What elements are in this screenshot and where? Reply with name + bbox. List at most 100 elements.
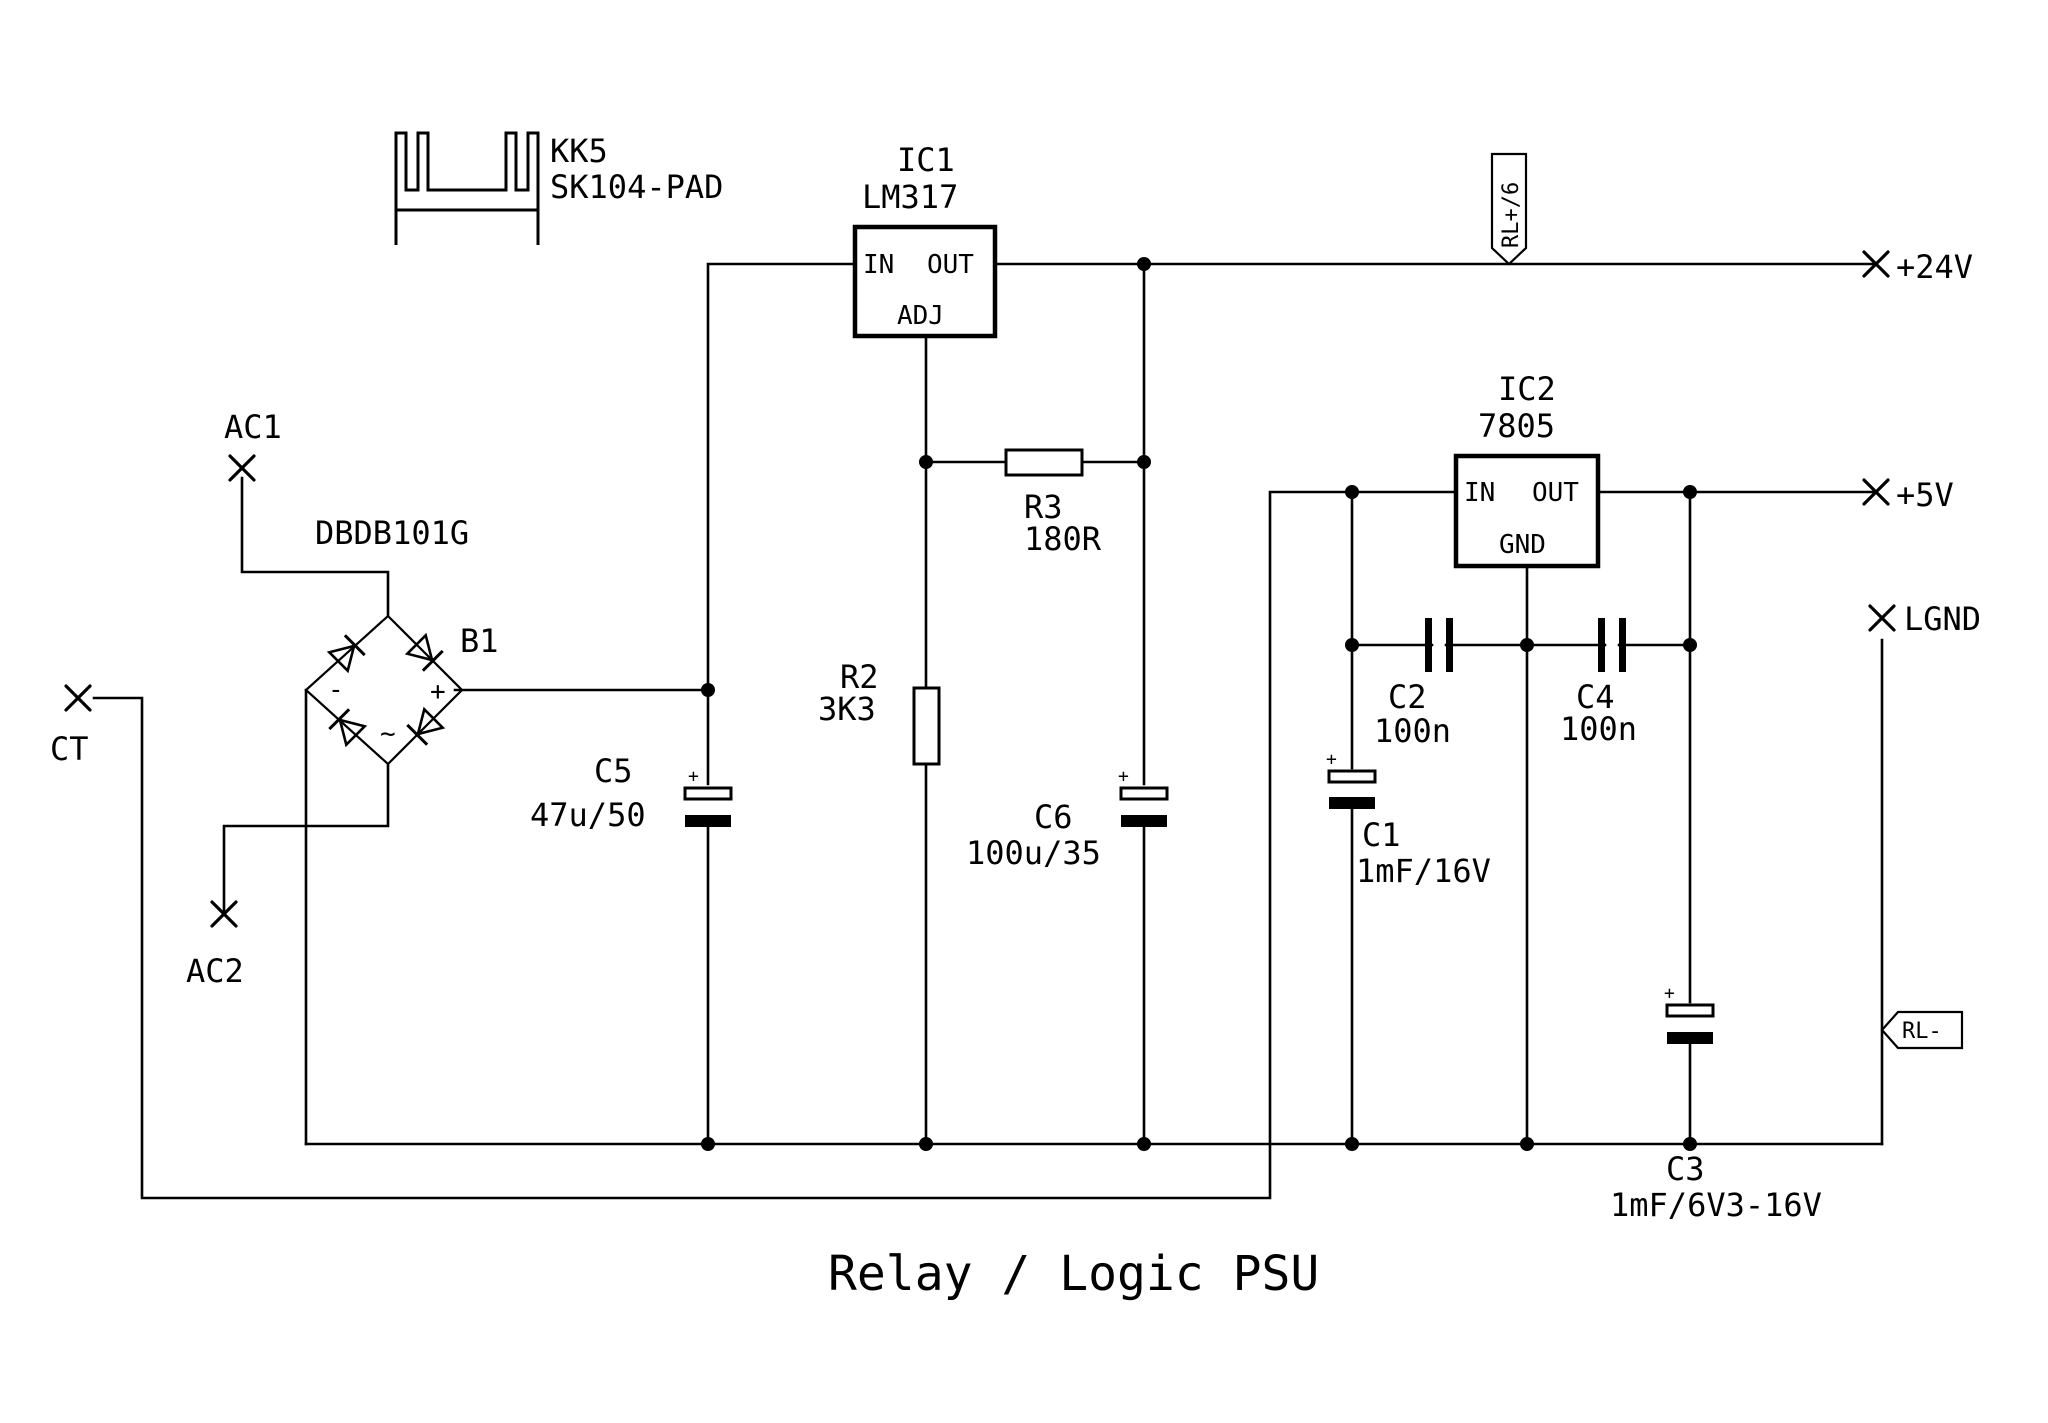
flag-rl-minus: RL- [1880, 1010, 1964, 1050]
x-mark-icon [1868, 604, 1896, 632]
net-24v: +24V [1896, 248, 1973, 286]
net-lgnd: LGND [1904, 600, 1981, 638]
wire-ct [92, 490, 1458, 1200]
bridge-outline [304, 614, 464, 766]
kk5-ref: KK5 [550, 132, 608, 170]
wires [92, 262, 1884, 1200]
capacitor-c6: + C6 100u/35 [966, 766, 1169, 872]
ic1-pin-in: IN [863, 250, 894, 280]
capacitor-c5: + C5 47u/50 [530, 752, 733, 834]
capacitor-c2: C2 100n [1374, 618, 1453, 750]
capacitor-c4: C4 100n [1560, 618, 1637, 748]
junction [701, 683, 715, 697]
c3-polarity: + [1664, 983, 1675, 1004]
bridge-rectifier-b1: - + ~ B1 DBDB101G [304, 514, 499, 766]
wire-bridge-plus-to-ic1-in [453, 262, 857, 692]
junction [1520, 638, 1534, 652]
c5-ref: C5 [594, 752, 633, 790]
c6-polarity: + [1118, 766, 1129, 787]
diode-icon [404, 632, 444, 672]
c4-ref: C4 [1576, 678, 1615, 716]
diode-icon [326, 634, 366, 674]
c6-ref: C6 [1034, 798, 1073, 836]
junction [1137, 455, 1151, 469]
b1-ref: B1 [460, 622, 499, 660]
c1-plate-negative [1329, 797, 1375, 809]
ic2-value: 7805 [1478, 407, 1555, 445]
ic2-pin-gnd: GND [1499, 530, 1546, 560]
x-mark-icon [210, 900, 238, 928]
flag-rl-plus-label: RL+/6 [1499, 182, 1524, 248]
c4-plate-right [1619, 618, 1626, 672]
c4-plate-left [1598, 618, 1605, 672]
heatsink-icon [394, 131, 540, 200]
junctions [701, 257, 1697, 1151]
c5-polarity: + [688, 766, 699, 787]
junction [1683, 1137, 1697, 1151]
page-title: Relay / Logic PSU [828, 1246, 1319, 1302]
junction [919, 455, 933, 469]
c1-value: 1mF/16V [1356, 852, 1491, 890]
ic2-pin-in: IN [1464, 478, 1495, 508]
ic2-ref: IC2 [1498, 370, 1556, 408]
b1-value: DBDB101G [315, 514, 469, 552]
junction [1520, 1137, 1534, 1151]
ic1-pin-adj: ADJ [897, 301, 944, 331]
capacitor-c3: + C3 1mF/6V3-16V [1610, 983, 1822, 1224]
c1-plate-positive [1327, 769, 1377, 784]
x-mark-icon [228, 454, 256, 482]
capacitor-c1: + C1 1mF/16V [1326, 749, 1491, 890]
diode-icon [328, 708, 368, 748]
ic1-value: LM317 [862, 178, 958, 216]
c1-ref: C1 [1362, 816, 1401, 854]
x-mark-icon [1862, 250, 1890, 278]
flag-rl-minus-label: RL- [1902, 1019, 1942, 1044]
resistor-r3: R3 180R [1004, 448, 1102, 558]
r2-value: 3K3 [818, 690, 876, 728]
junction [1137, 257, 1151, 271]
bridge-ac-label: ~ [380, 719, 396, 749]
c2-value: 100n [1374, 712, 1451, 750]
junction [701, 1137, 715, 1151]
ic2-body [1453, 453, 1601, 569]
ic2-pin-out: OUT [1532, 478, 1579, 508]
bridge-plus-label: + [430, 677, 446, 707]
r2-ref: R2 [840, 658, 879, 696]
x-mark-icon [1862, 478, 1890, 506]
flag-outline [1880, 1010, 1964, 1050]
junction [1137, 1137, 1151, 1151]
c5-plate-positive [683, 786, 733, 801]
r3-body [1004, 448, 1084, 477]
c4-value: 100n [1560, 710, 1637, 748]
junction [1345, 485, 1359, 499]
junction [919, 1137, 933, 1151]
c6-plate-positive [1119, 786, 1169, 801]
c5-value: 47u/50 [530, 796, 646, 834]
c6-value: 100u/35 [966, 834, 1101, 872]
wire-ac2 [222, 762, 390, 914]
c3-plate-negative [1667, 1032, 1713, 1044]
resistor-r2: R2 3K3 [818, 658, 941, 766]
flag-rl-plus: RL+/6 [1490, 152, 1528, 266]
bridge-minus-label: - [328, 675, 344, 705]
junction [1683, 638, 1697, 652]
r3-ref: R3 [1024, 488, 1063, 526]
c5-plate-negative [685, 815, 731, 827]
r3-value: 180R [1024, 520, 1102, 558]
net-ct: CT [50, 730, 89, 768]
wire-ac1 [240, 476, 390, 618]
kk5-value: SK104-PAD [550, 168, 723, 206]
ic1-pin-out: OUT [927, 250, 974, 280]
r2-body [912, 686, 941, 766]
c3-value: 1mF/6V3-16V [1610, 1186, 1822, 1224]
diode-icon [406, 706, 446, 746]
c2-plate-right [1446, 618, 1453, 672]
ic1-lm317: IN OUT ADJ IC1 LM317 [852, 141, 998, 339]
x-mark-icon [64, 684, 92, 712]
junction [1345, 1137, 1359, 1151]
c1-polarity: + [1326, 749, 1337, 770]
c3-ref: C3 [1666, 1150, 1705, 1188]
c2-plate-left [1425, 618, 1432, 672]
c2-ref: C2 [1388, 678, 1427, 716]
c3-plate-positive [1665, 1003, 1715, 1018]
